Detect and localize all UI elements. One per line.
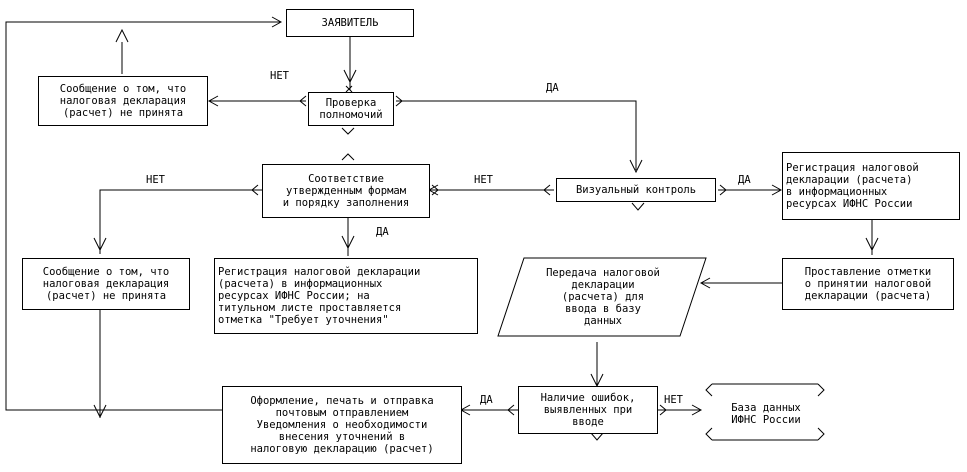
arrow-to-transfer bbox=[699, 277, 711, 289]
conformity-to-left-message-line bbox=[99, 189, 262, 254]
conformity-top-chevron bbox=[341, 153, 355, 161]
check-right-chevron bbox=[395, 95, 403, 107]
registration-resources-node: Регистрация налоговой декларации (расчет… bbox=[782, 152, 960, 220]
label-da-authority: ДА bbox=[546, 82, 559, 94]
label-da-conformity: ДА bbox=[376, 226, 389, 238]
arrow-into-check bbox=[343, 69, 357, 84]
label-net-authority: НЕТ bbox=[270, 70, 289, 82]
check-bottom-chevron bbox=[341, 127, 355, 135]
label-net-visual: НЕТ bbox=[474, 174, 493, 186]
database-bracket-2 bbox=[817, 383, 825, 397]
arrow-to-mark bbox=[865, 237, 879, 252]
transfer-parallelogram-outline bbox=[497, 257, 707, 337]
arrow-to-database bbox=[691, 404, 703, 416]
arrow-into-visual bbox=[629, 159, 643, 174]
conformity-right-chevron bbox=[431, 184, 439, 196]
notification-node: Оформление, печать и отправка почтовым о… bbox=[222, 386, 462, 464]
mark-acceptance-node: Проставление отметки о принятии налогово… bbox=[782, 258, 954, 310]
arrow-to-registration bbox=[771, 184, 783, 196]
database-node: База данных ИФНС России bbox=[731, 402, 801, 426]
visual-bottom-chevron bbox=[631, 202, 645, 211]
arrow-to-left-message bbox=[93, 237, 107, 252]
visual-left-chevron bbox=[543, 184, 551, 196]
check-top-tick bbox=[345, 85, 353, 93]
label-net-conformity: НЕТ bbox=[146, 174, 165, 186]
message-not-accepted-top: Сообщение о том, что налоговая деклараци… bbox=[38, 76, 208, 126]
label-da-visual: ДА bbox=[738, 174, 751, 186]
errors-right-chevron bbox=[659, 404, 667, 416]
database-bracket-1 bbox=[705, 383, 713, 397]
errors-bottom-chevron bbox=[590, 432, 604, 441]
database-bracket-3 bbox=[705, 427, 713, 441]
arrow-to-clarify bbox=[341, 235, 355, 250]
registration-clarify-node: Регистрация налоговой декларации (расчет… bbox=[214, 258, 478, 334]
message-not-accepted-left: Сообщение о том, что налоговая деклараци… bbox=[22, 258, 190, 310]
check-left-chevron bbox=[299, 95, 307, 107]
arrow-up-to-loop bbox=[115, 28, 129, 43]
arrow-to-message-top bbox=[207, 95, 219, 107]
visual-control-node: Визуальный контроль bbox=[556, 178, 716, 202]
check-to-visual-line bbox=[396, 100, 637, 170]
check-authority-node: Проверка полномочий bbox=[308, 92, 394, 126]
label-net-errors: НЕТ bbox=[664, 394, 683, 406]
arrow-left-down bbox=[93, 404, 107, 419]
errors-left-chevron bbox=[507, 404, 515, 416]
applicant-node: ЗАЯВИТЕЛЬ bbox=[286, 9, 414, 37]
conformity-node: Соответствие утвержденным формам и поряд… bbox=[262, 164, 430, 218]
conformity-left-chevron bbox=[251, 184, 259, 196]
label-da-errors: ДА bbox=[480, 394, 493, 406]
visual-right-chevron bbox=[719, 184, 727, 196]
transfer-data-node: Передача налоговой декларации (расчета) … bbox=[546, 267, 660, 327]
database-bracket-4 bbox=[817, 427, 825, 441]
arrow-to-applicant bbox=[271, 16, 283, 28]
errors-check-node: Наличие ошибок, выявленных при вводе bbox=[518, 386, 658, 434]
